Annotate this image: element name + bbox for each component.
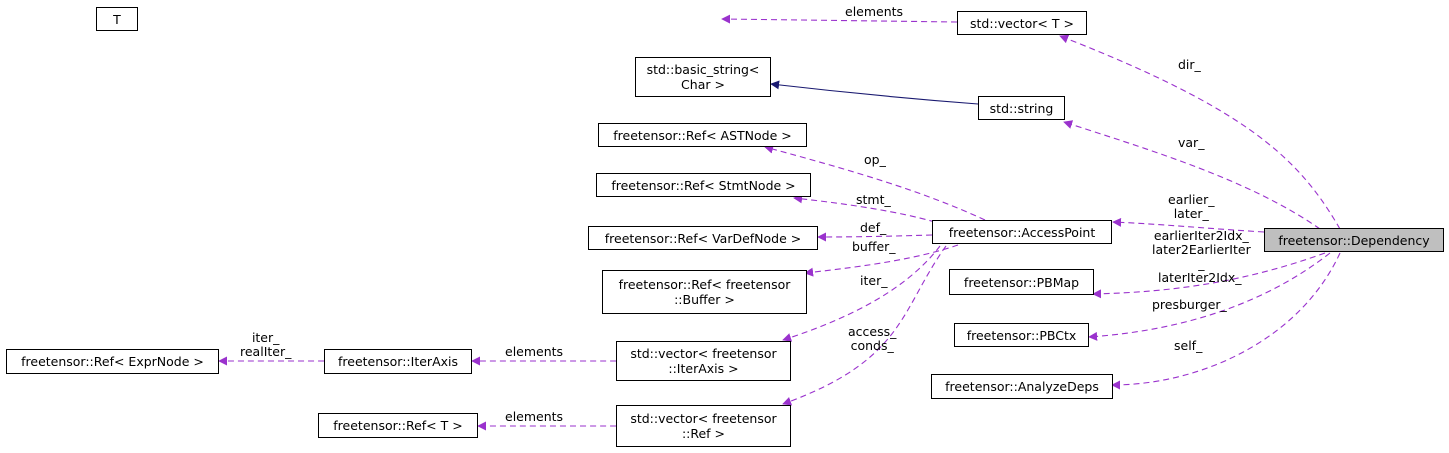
node-vector-ref[interactable]: std::vector< freetensor ::Ref > [616,405,791,447]
node-pbctx[interactable]: freetensor::PBCtx [954,323,1089,347]
node-vector-t[interactable]: std::vector< T > [957,11,1087,35]
edge-label-earlier-later: earlier_ later_ [1168,192,1215,221]
edge-string-inherits-basic-string [770,80,979,105]
node-ref-buffer[interactable]: freetensor::Ref< freetensor ::Buffer > [602,270,807,314]
edge-label-iter: iter_ [860,273,888,288]
edge-label-buffer: buffer_ [852,239,896,254]
edge-label-stmt: stmt_ [856,192,891,207]
edge-label-op: op_ [864,152,886,167]
edge-dependency-pbmap [1092,252,1326,299]
edge-accesspoint-iter [782,245,941,342]
node-analyzedeps[interactable]: freetensor::AnalyzeDeps [931,374,1113,399]
edge-accesspoint-def [817,232,933,242]
edge-label-lateriter2idx: laterIter2Idx_ [1158,270,1242,285]
edge-label-def: def_ [860,220,887,235]
node-t[interactable]: T [96,7,138,31]
edge-vector-t-elements [721,14,958,24]
node-ref-vardefnode[interactable]: freetensor::Ref< VarDefNode > [588,226,818,250]
edge-label-elements-iteraxis: elements [505,344,564,359]
node-basic-string[interactable]: std::basic_string< Char > [635,57,771,97]
node-iteraxis[interactable]: freetensor::IterAxis [324,349,472,374]
edge-label-dir: dir_ [1178,57,1201,72]
edge-label-elements-t: elements [845,4,904,19]
node-accesspoint[interactable]: freetensor::AccessPoint [932,220,1112,244]
node-ref-t[interactable]: freetensor::Ref< T > [318,413,478,438]
edge-dependency-var [1063,120,1321,230]
edge-label-var: var_ [1178,135,1205,150]
edge-label-elements-ref: elements [505,409,564,424]
edge-dependency-pbctx [1088,252,1331,341]
node-pbmap[interactable]: freetensor::PBMap [949,269,1094,295]
edge-label-presburger: presburger_ [1152,297,1227,312]
node-ref-exprnode[interactable]: freetensor::Ref< ExprNode > [6,349,219,374]
node-ref-astnode[interactable]: freetensor::Ref< ASTNode > [598,123,807,147]
edge-dependency-dir [1059,34,1341,230]
edge-label-access-conds: access_ conds_ [848,324,897,353]
edge-label-self: self_ [1174,338,1203,353]
edge-label-iter-realiter: iter_ realIter_ [240,330,292,359]
edge-dependency-self [1111,252,1341,390]
node-ref-stmtnode[interactable]: freetensor::Ref< StmtNode > [596,173,811,197]
node-dependency[interactable]: freetensor::Dependency [1264,228,1444,252]
node-string[interactable]: std::string [978,96,1065,120]
node-vector-iteraxis[interactable]: std::vector< freetensor ::IterAxis > [616,341,791,381]
edge-dependency-earlier-later [1112,217,1265,233]
edge-label-iter2idx: earlierIter2Idx_ later2EarlierIter _ [1152,228,1251,271]
edge-accesspoint-stmt [793,194,936,223]
edge-accesspoint-access-conds [782,245,947,406]
